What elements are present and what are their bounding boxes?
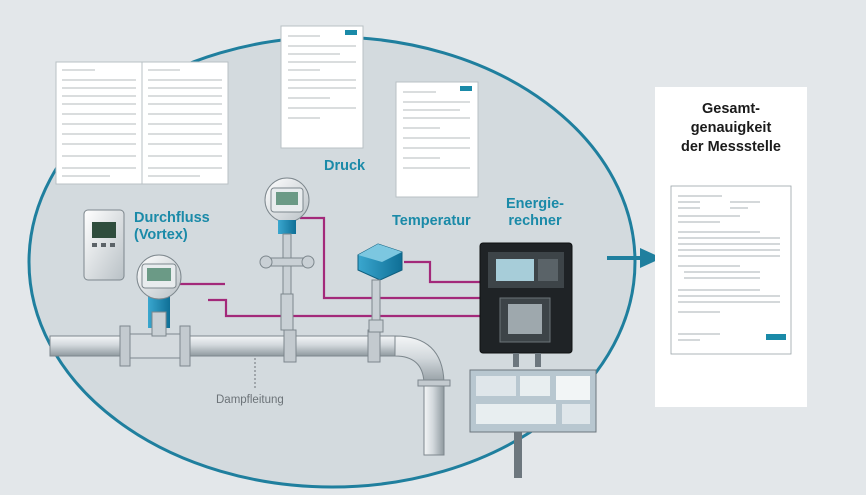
flow-label-line1: Durchfluss <box>134 210 210 226</box>
flow-label-line2: (Vortex) <box>134 227 188 243</box>
steam-pipe-icon <box>49 325 451 456</box>
flow-label: Durchfluss (Vortex) <box>134 210 210 244</box>
result-title: Gesamt- genauigkeit der Messstelle <box>656 100 806 157</box>
energy-computer-label: Energie- rechner <box>506 196 564 230</box>
calibration-documents-icon <box>55 25 479 198</box>
result-title-line1: Gesamt- <box>701 101 761 117</box>
result-title-line2: genauigkeit <box>690 120 772 136</box>
energy-label-line1: Energie- <box>506 196 565 212</box>
steam-pipe-label: Dampfleitung <box>216 394 284 406</box>
temperature-sensor-icon <box>357 243 403 333</box>
result-title-line3: der Messstelle <box>681 139 781 155</box>
arrow-right-icon <box>607 248 662 268</box>
software-screen-icon <box>469 369 597 478</box>
result-certificate-icon <box>670 185 792 355</box>
energy-computer-icon <box>479 242 573 367</box>
energy-label-line2: rechner <box>508 213 562 229</box>
pressure-transmitter-icon <box>259 177 315 331</box>
temperature-label: Temperatur <box>392 213 471 229</box>
signal-lines <box>175 216 488 318</box>
vortex-flowmeter-icon <box>83 209 182 337</box>
pressure-label: Druck <box>324 158 366 174</box>
